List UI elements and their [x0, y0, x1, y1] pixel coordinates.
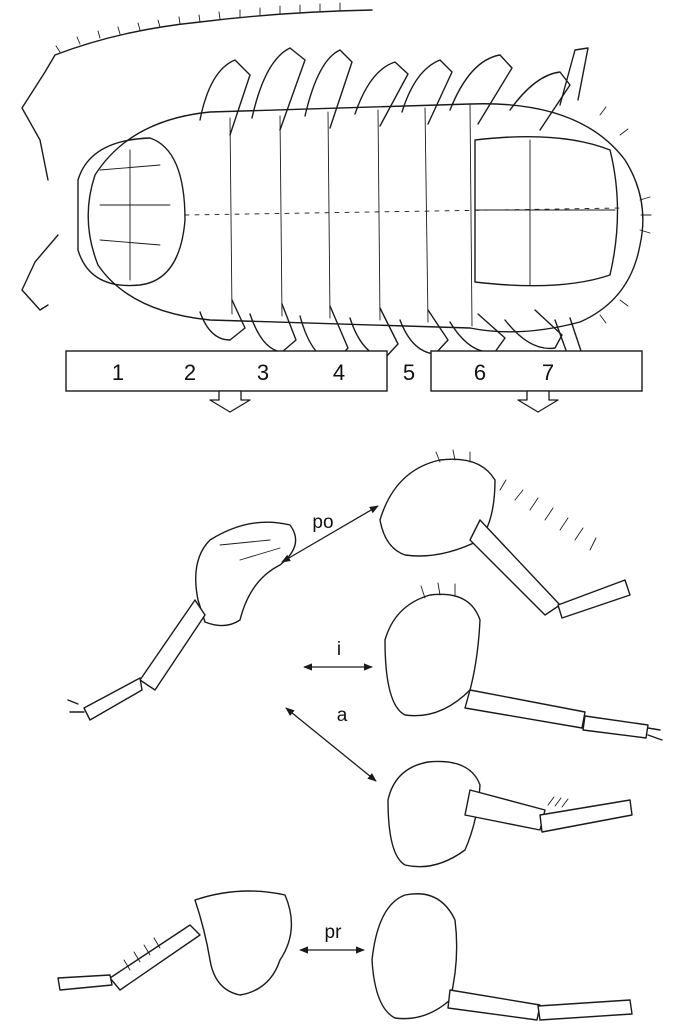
- segment-label-4: 4: [333, 360, 345, 385]
- label-po: po: [312, 512, 333, 533]
- segment-label-7: 7: [542, 360, 554, 385]
- arrow-a: [286, 708, 376, 781]
- leg-i: [385, 583, 662, 740]
- leg-pr-left: [58, 891, 291, 995]
- segment-label-2: 2: [184, 360, 196, 385]
- isopod-ventral-view: [22, 3, 651, 375]
- label-i: i: [337, 639, 341, 660]
- segment-label-5: 5: [403, 360, 415, 385]
- leg-a: [388, 761, 632, 866]
- down-arrow-left-icon: [210, 391, 250, 412]
- leg-pr-right: [372, 894, 632, 1020]
- segment-label-3: 3: [257, 360, 269, 385]
- leg-po: [380, 450, 630, 618]
- label-pr: pr: [325, 922, 343, 943]
- down-arrow-right-icon: [518, 391, 558, 412]
- segment-label-1: 1: [112, 360, 124, 385]
- antennule-left: [22, 235, 58, 310]
- segment-boxes: 1 2 3 4 5 6 7: [66, 351, 642, 412]
- segment-group-posterior-box: [431, 351, 642, 391]
- segment-label-6: 6: [474, 360, 486, 385]
- label-a: a: [337, 705, 348, 726]
- comparison-arrows: po i a pr: [282, 506, 378, 950]
- leg-anterior: [68, 522, 296, 720]
